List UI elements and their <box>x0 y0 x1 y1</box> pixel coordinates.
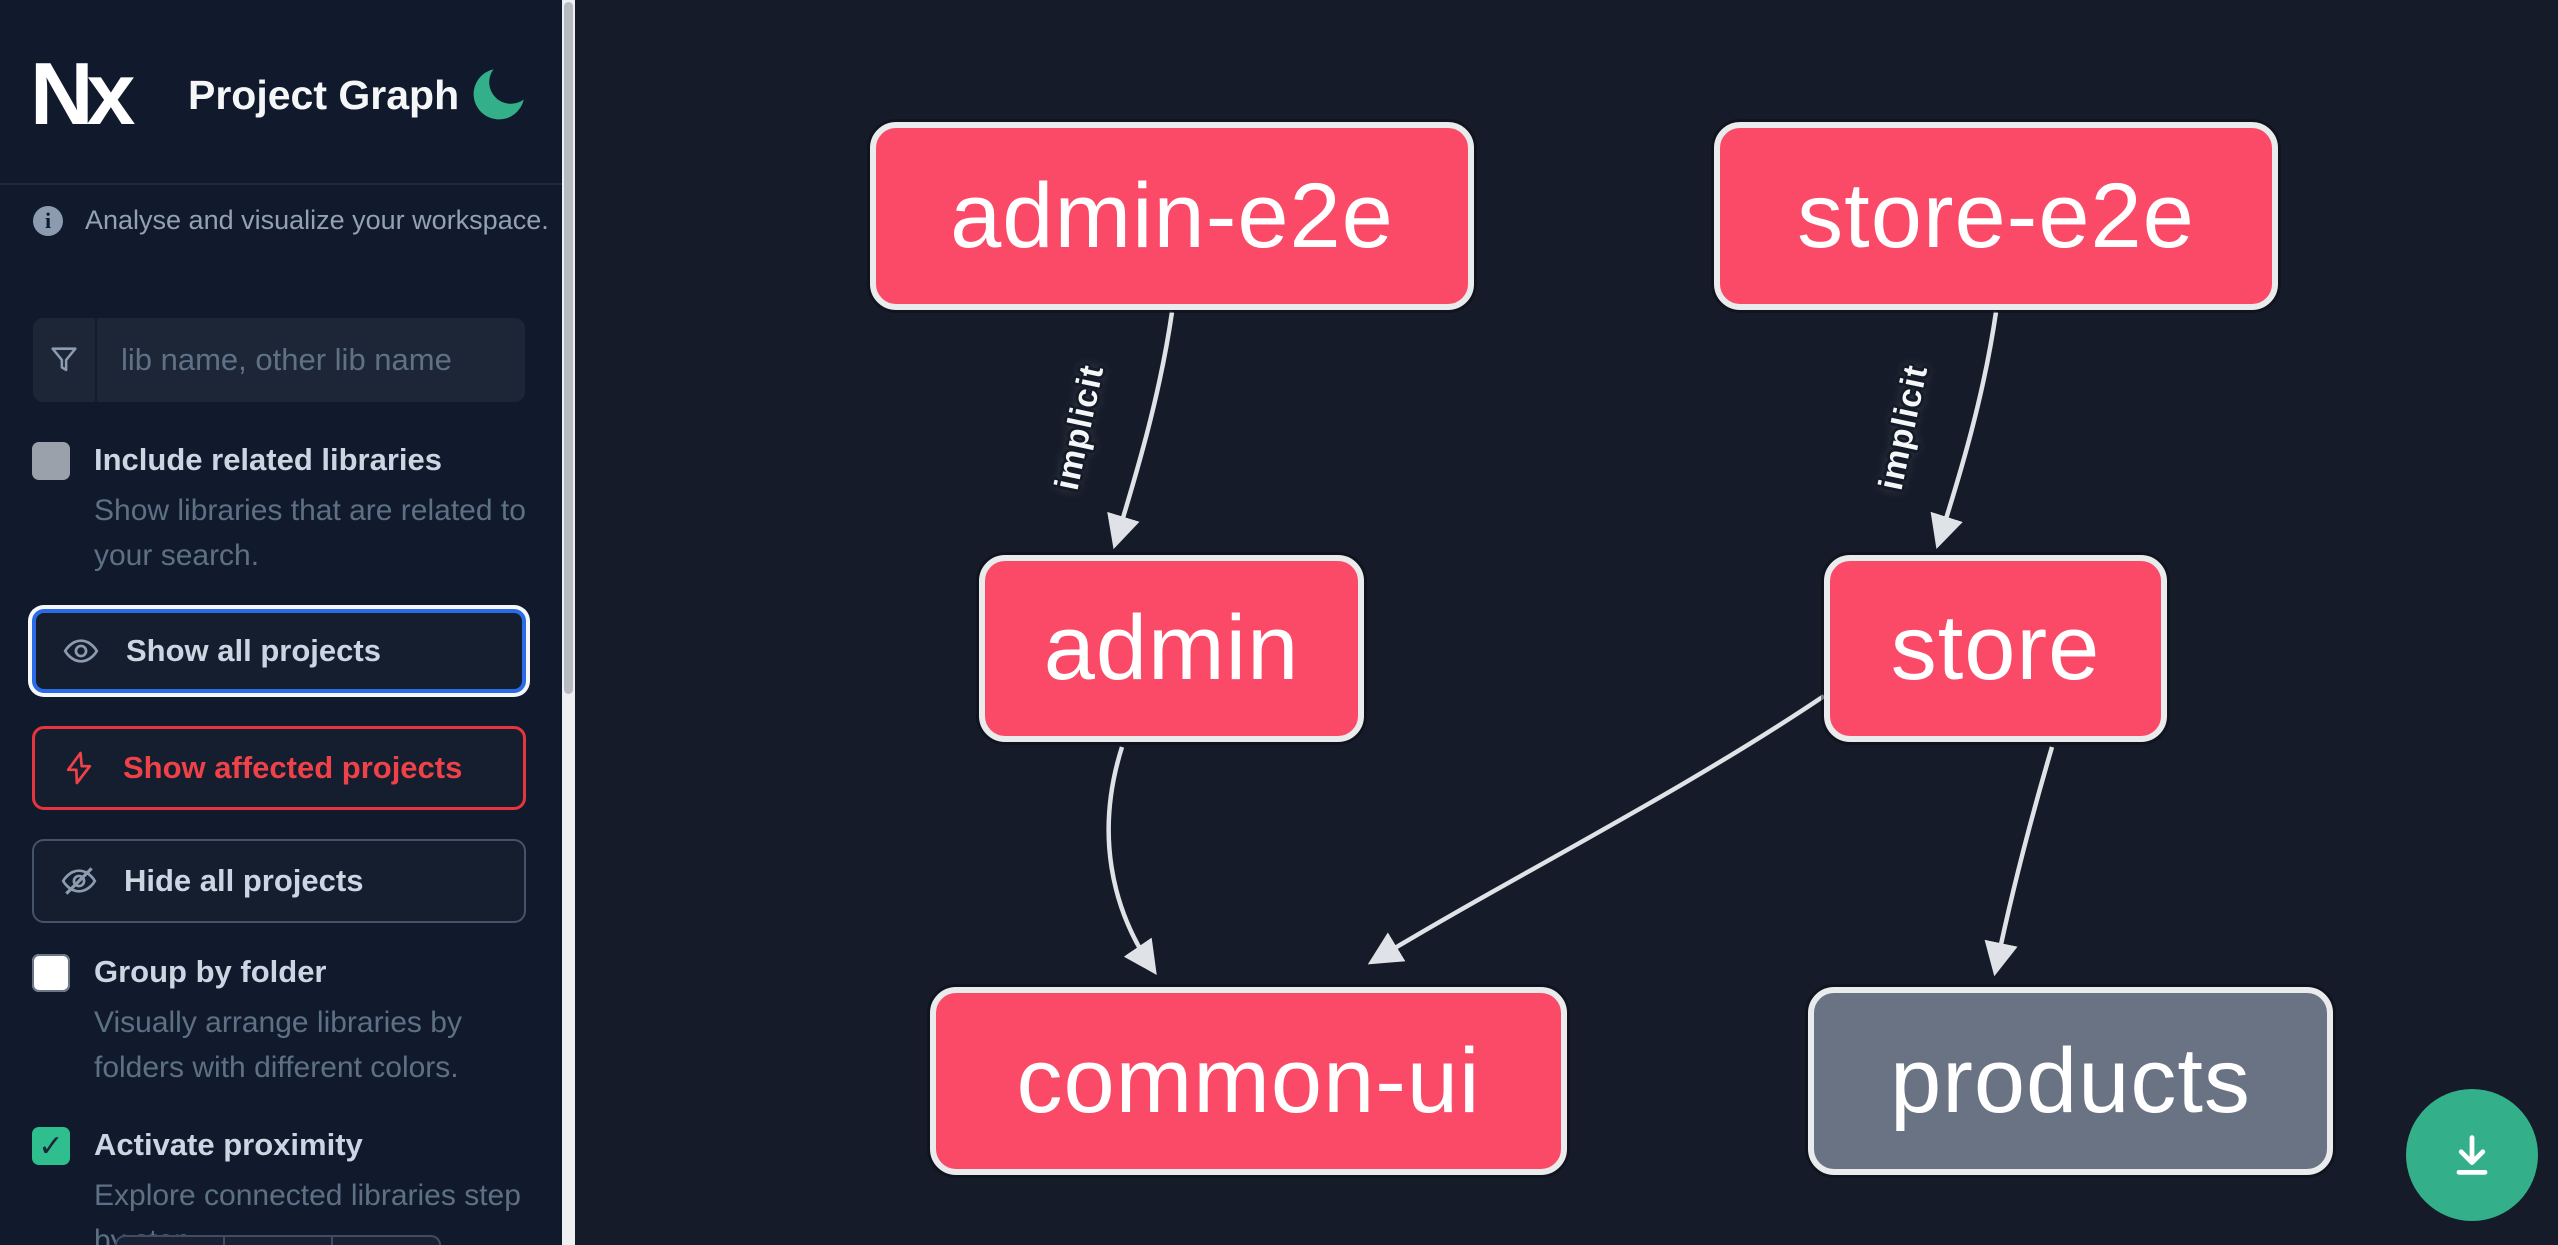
workspace-intro: i Analyse and visualize your workspace. <box>33 205 549 236</box>
edge-admin-e2e-to-admin <box>1107 311 1175 550</box>
segment[interactable] <box>225 1237 333 1245</box>
scrollbar-thumb[interactable] <box>564 2 573 694</box>
include-related-checkbox[interactable] <box>32 442 70 480</box>
nx-logo: Nx <box>30 44 136 143</box>
project-node-admin[interactable]: admin <box>979 555 1364 742</box>
option-group-by-folder[interactable]: Group by folder Visually arrange librari… <box>32 952 512 1090</box>
edge-store-to-products <box>1984 746 2055 977</box>
button-label: Show all projects <box>126 633 381 668</box>
show-affected-projects-button[interactable]: Show affected projects <box>32 726 526 810</box>
bolt-icon <box>66 751 92 785</box>
hide-all-projects-button[interactable]: Hide all projects <box>32 839 526 923</box>
sidebar-scrollbar[interactable] <box>562 0 575 1245</box>
edge-admin-to-common-ui <box>1106 746 1157 975</box>
option-label: Activate proximity <box>94 1127 363 1162</box>
option-label: Group by folder <box>94 954 327 989</box>
option-description: Visually arrange libraries by folders wi… <box>94 1006 462 1084</box>
option-description: Explore connected libraries step by step… <box>94 1179 521 1245</box>
eye-icon <box>63 639 99 663</box>
intro-text: Analyse and visualize your workspace. <box>85 205 549 235</box>
page-title: Project Graph <box>188 72 460 118</box>
project-node-products[interactable]: products <box>1808 987 2333 1175</box>
filter-funnel-icon <box>33 318 97 402</box>
edge-store-to-common-ui <box>1367 694 1826 965</box>
group-by-folder-checkbox[interactable] <box>32 954 70 992</box>
option-description: Show libraries that are related to your … <box>94 494 526 572</box>
segment[interactable] <box>117 1237 225 1245</box>
download-button[interactable] <box>2406 1089 2538 1221</box>
segment[interactable] <box>333 1237 439 1245</box>
graph-canvas[interactable]: admin-e2e store-e2e admin store common-u… <box>575 0 2558 1245</box>
option-activate-proximity[interactable]: ✓ Activate proximity Explore connected l… <box>32 1125 521 1245</box>
theme-toggle-moon-icon[interactable] <box>473 66 527 120</box>
search-box <box>33 318 525 402</box>
edge-store-e2e-to-store <box>1930 311 1999 550</box>
dependency-edges <box>1106 311 2055 977</box>
button-label: Hide all projects <box>124 863 364 898</box>
option-label: Include related libraries <box>94 442 443 477</box>
download-icon <box>2456 1135 2488 1175</box>
option-include-related[interactable]: Include related libraries Show libraries… <box>32 440 526 578</box>
project-node-admin-e2e[interactable]: admin-e2e <box>870 122 1474 310</box>
button-label: Show affected projects <box>123 750 463 785</box>
header-divider <box>0 183 562 185</box>
project-node-common-ui[interactable]: common-ui <box>930 987 1567 1175</box>
show-all-projects-button[interactable]: Show all projects <box>32 609 526 693</box>
info-icon: i <box>33 205 63 236</box>
project-node-store-e2e[interactable]: store-e2e <box>1714 122 2278 310</box>
proximity-depth-segmented-control[interactable] <box>115 1235 441 1245</box>
eye-off-icon <box>61 867 97 895</box>
project-node-store[interactable]: store <box>1824 555 2167 742</box>
search-input[interactable] <box>97 318 525 402</box>
sidebar: Nx Project Graph i Analyse and visualize… <box>0 0 575 1245</box>
activate-proximity-checkbox[interactable]: ✓ <box>32 1127 70 1165</box>
